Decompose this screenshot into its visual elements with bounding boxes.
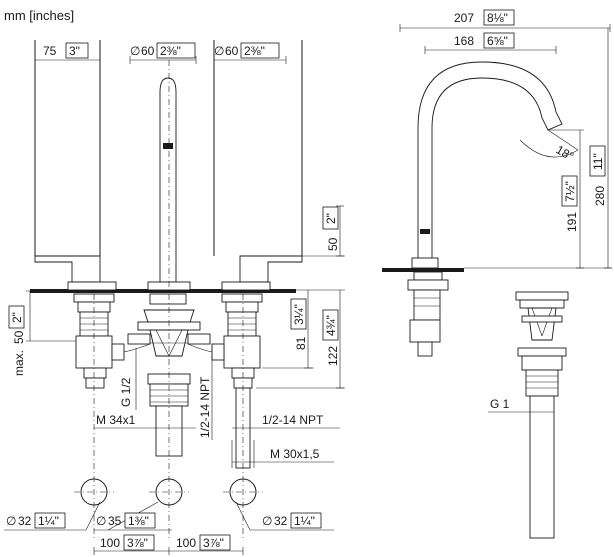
- dim-75: 75 3": [34, 42, 101, 64]
- thread-npt-vertical: 1/2-14 NPT: [198, 376, 212, 438]
- svg-text:3⅞": 3⅞": [127, 536, 148, 550]
- units-label: mm [inches]: [4, 8, 74, 23]
- dim-60-right: ∅ 60 2⅜": [213, 42, 287, 64]
- svg-text:M 30x1,5: M 30x1,5: [270, 447, 320, 461]
- thread-npt-horizontal: 1/2-14 NPT: [232, 413, 340, 429]
- svg-text:M 34x1: M 34x1: [96, 413, 136, 427]
- svg-text:81: 81: [294, 336, 308, 350]
- hole-center: [155, 478, 183, 506]
- dim-angle-18: 18°: [519, 129, 579, 164]
- svg-text:2": 2": [10, 312, 24, 323]
- side-spout: [411, 61, 563, 269]
- svg-text:3⅞": 3⅞": [203, 536, 224, 550]
- svg-text:75: 75: [43, 44, 57, 58]
- left-valve-body: [73, 293, 125, 389]
- svg-text:∅: ∅: [214, 44, 224, 58]
- thread-m30: M 30x1,5: [231, 440, 334, 468]
- left-handle: [34, 40, 117, 291]
- svg-text:G 1: G 1: [490, 397, 510, 411]
- svg-text:50: 50: [12, 330, 26, 344]
- drain-assembly: [515, 291, 569, 539]
- right-valve-body: [211, 293, 263, 469]
- dim-50-top: 50 2": [302, 205, 345, 257]
- svg-text:100: 100: [100, 536, 120, 550]
- svg-text:∅: ∅: [262, 514, 272, 528]
- dim-spacing-100-left: 100 3⅞": [93, 534, 170, 555]
- deck-plate: [30, 289, 296, 293]
- dim-191: 191 7½": [548, 129, 584, 269]
- dim-81: 81 3¼": [262, 289, 345, 369]
- dim-60-center: ∅ 60 2⅜": [129, 42, 197, 64]
- dim-d32-right: ∅ 32 1¼": [235, 501, 334, 531]
- svg-text:1⅜": 1⅜": [128, 514, 149, 528]
- thread-g1: G 1: [488, 397, 554, 413]
- svg-text:207: 207: [454, 11, 474, 25]
- hole-right: [229, 478, 257, 506]
- svg-text:191: 191: [565, 212, 579, 232]
- svg-text:3¼": 3¼": [292, 304, 306, 325]
- svg-text:122: 122: [326, 346, 340, 366]
- svg-text:max.: max.: [12, 350, 26, 376]
- dim-168: 168 6⅝": [424, 32, 557, 54]
- svg-text:2⅜": 2⅜": [244, 44, 265, 58]
- svg-text:100: 100: [176, 536, 196, 550]
- svg-text:35: 35: [108, 514, 122, 528]
- dim-spacing-100-right: 100 3⅞": [169, 534, 244, 555]
- svg-text:1¼": 1¼": [294, 514, 315, 528]
- dim-d35: ∅ 35 1⅜": [94, 501, 172, 531]
- svg-text:6⅝": 6⅝": [487, 34, 508, 48]
- svg-text:8⅛": 8⅛": [487, 11, 508, 25]
- svg-text:2⅜": 2⅜": [160, 44, 181, 58]
- dim-max-50: max. 50 2": [8, 290, 76, 376]
- svg-text:∅: ∅: [130, 44, 140, 58]
- dim-d32-left: ∅ 32 1¼": [4, 501, 101, 531]
- svg-text:∅: ∅: [96, 514, 106, 528]
- dim-122: 122 4¾": [256, 290, 345, 389]
- svg-text:32: 32: [274, 514, 288, 528]
- svg-text:4¾": 4¾": [324, 315, 338, 336]
- svg-text:11": 11": [591, 153, 605, 170]
- dim-207: 207 8⅛": [399, 9, 611, 32]
- svg-text:2": 2": [324, 213, 338, 224]
- side-valve-body: [407, 271, 449, 357]
- dim-280: 280 11": [464, 28, 612, 269]
- thread-g12: G 1/2: [119, 377, 133, 407]
- svg-text:1/2-14 NPT: 1/2-14 NPT: [262, 413, 324, 427]
- svg-text:280: 280: [593, 186, 607, 206]
- svg-text:3": 3": [69, 44, 80, 58]
- svg-text:7½": 7½": [563, 181, 577, 202]
- svg-text:∅: ∅: [6, 514, 16, 528]
- svg-text:50: 50: [326, 237, 340, 251]
- svg-text:18°: 18°: [554, 142, 577, 163]
- thread-m34: M 34x1: [94, 413, 196, 429]
- svg-text:60: 60: [225, 44, 239, 58]
- svg-text:1¼": 1¼": [38, 514, 59, 528]
- hole-left: [80, 478, 108, 506]
- svg-text:60: 60: [141, 44, 155, 58]
- svg-text:168: 168: [454, 34, 474, 48]
- side-deck-plate: [382, 268, 464, 272]
- svg-text:32: 32: [18, 514, 32, 528]
- right-handle: [213, 40, 303, 291]
